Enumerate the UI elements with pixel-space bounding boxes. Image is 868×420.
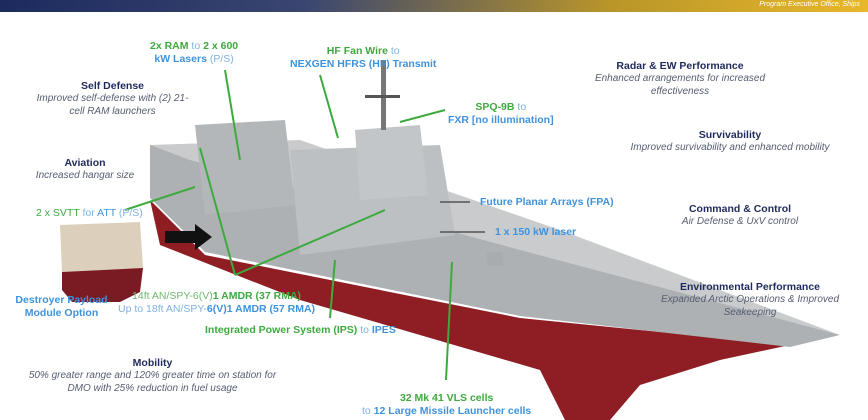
callout-svtt-ps: (P/S) <box>115 207 143 219</box>
feature-desc: Enhanced arrangements for increased effe… <box>594 73 766 97</box>
callout-ips-to: to <box>357 324 372 336</box>
callout-hf: HF Fan Wire to NEXGEN HFRS (HF) Transmit <box>290 45 436 71</box>
feature-desc: Air Defense & UxV control <box>681 216 799 227</box>
callout-ips-new: IPES <box>371 324 396 336</box>
callout-vls-old: 32 Mk 41 VLS cells <box>399 392 494 404</box>
feature-title: Mobility <box>132 357 173 369</box>
feature-desc: Increased hangar size <box>35 170 135 181</box>
feature-aviation: Aviation Increased hangar size <box>15 157 155 182</box>
header-bar: Program Executive Office, Ships <box>0 0 868 12</box>
callout-ram-ps: (P/S) <box>206 53 234 66</box>
callout-hf-to: to <box>387 45 400 57</box>
callout-ram-new2: kW Lasers <box>154 53 207 66</box>
feature-desc: Improved self-defense with (2) 21-cell R… <box>36 93 189 117</box>
callout-vls-new: 12 Large Missile Launcher cells <box>373 405 532 418</box>
hangar <box>195 120 295 215</box>
feature-title: Environmental Performance <box>679 281 821 293</box>
feature-title: Survivability <box>698 129 762 141</box>
callout-spq-to: to <box>514 101 527 113</box>
callout-dpm: Destroyer Payload Module Option <box>15 294 108 320</box>
callout-ips-old: Integrated Power System (IPS) <box>205 324 358 336</box>
feature-environmental: Environmental Performance Expanded Arcti… <box>640 281 860 319</box>
callout-vls-to: to <box>362 405 374 418</box>
callout-ram-to: to <box>188 40 204 52</box>
feature-self-defense: Self Defense Improved self-defense with … <box>30 80 195 118</box>
callout-ram-old: 2x RAM <box>150 40 189 52</box>
callout-amdr: 14ft AN/SPY-6(V)1 AMDR (37 RMA) Up to 18… <box>118 290 315 316</box>
callout-hf-new: NEXGEN HFRS (HF) Transmit <box>290 58 437 71</box>
feature-desc: Improved survivability and enhanced mobi… <box>630 142 830 153</box>
feature-survivability: Survivability Improved survivability and… <box>600 129 860 154</box>
callout-amdr-old-a: 14ft AN/SPY-6(V) <box>132 290 213 302</box>
callout-spq: SPQ-9B to FXR [no illumination] <box>448 101 554 127</box>
feature-desc: Expanded Arctic Operations & Improved Se… <box>660 294 840 318</box>
gun-turret <box>487 252 503 266</box>
hull-red <box>150 200 790 420</box>
feature-mobility: Mobility 50% greater range and 120% grea… <box>20 357 285 395</box>
callout-vls: 32 Mk 41 VLS cells to 12 Large Missile L… <box>362 392 531 418</box>
callout-ips: Integrated Power System (IPS) to IPES <box>205 324 396 337</box>
arrow-right-icon <box>165 224 212 250</box>
feature-radar-ew: Radar & EW Performance Enhanced arrangem… <box>575 60 785 98</box>
feature-title: Command & Control <box>688 203 792 215</box>
callout-ram: 2x RAM to 2 x 600 kW Lasers (P/S) <box>150 40 238 66</box>
mast-tower <box>355 125 428 200</box>
callout-svtt: 2 x SVTT for ATT (P/S) <box>36 207 143 220</box>
dpm-module <box>60 222 143 272</box>
callout-fpa: Future Planar Arrays (FPA) <box>480 196 614 208</box>
feature-desc: 50% greater range and 120% greater time … <box>28 370 277 394</box>
callout-amdr-new-b: 6(V)1 AMDR (57 RMA) <box>206 303 316 316</box>
feature-title: Aviation <box>64 157 106 169</box>
callout-svtt-old: 2 x SVTT <box>36 207 80 219</box>
feature-title: Radar & EW Performance <box>616 60 744 72</box>
feature-command-control: Command & Control Air Defense & UxV cont… <box>665 203 815 228</box>
callout-ram-new: 2 x 600 <box>203 40 239 52</box>
callout-hf-old: HF Fan Wire <box>326 45 388 57</box>
callout-spq-new: FXR [no illumination] <box>448 114 554 127</box>
dpm-module-hull <box>62 268 143 302</box>
callout-svtt-for: for <box>79 207 98 219</box>
org-name: Program Executive Office, Ships <box>759 1 860 8</box>
callout-spq-old: SPQ-9B <box>475 101 515 113</box>
yardarm <box>365 95 400 98</box>
callout-svtt-att: ATT <box>97 207 116 219</box>
callout-laser: 1 x 150 kW laser <box>495 226 577 238</box>
callout-amdr-new-a: Up to 18ft AN/SPY- <box>118 303 207 316</box>
callout-amdr-old-b: 1 AMDR (37 RMA) <box>212 290 302 302</box>
feature-title: Self Defense <box>80 80 145 92</box>
